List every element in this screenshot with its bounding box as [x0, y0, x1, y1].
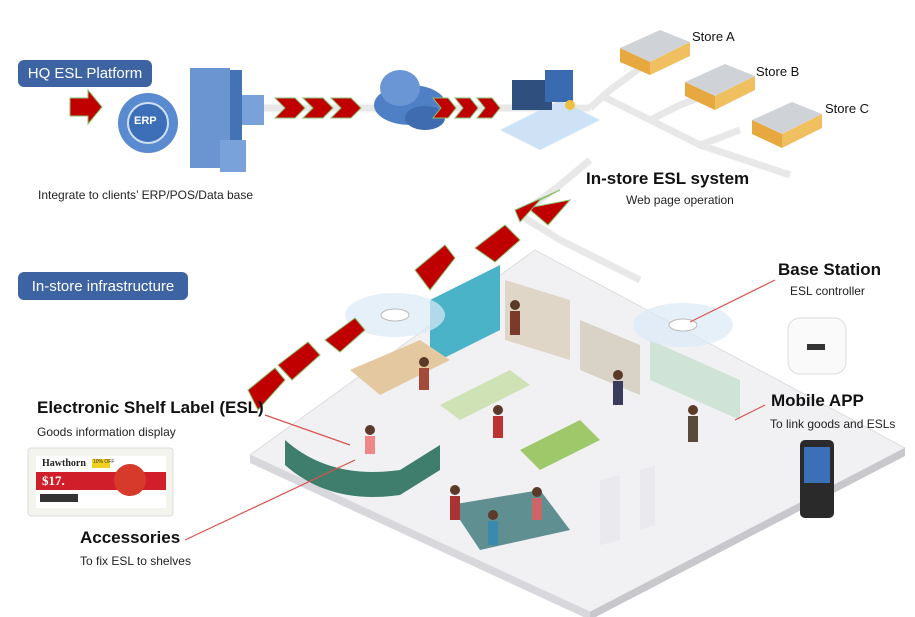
infrastructure-badge: In-store infrastructure [18, 272, 188, 300]
esl-title: Electronic Shelf Label (ESL) [37, 398, 264, 417]
cloud-icon [374, 70, 446, 130]
accessories-title: Accessories [80, 528, 181, 547]
computer-workstation-icon [500, 70, 600, 150]
esl-label-price: $17. [42, 473, 65, 488]
store-fixtures [285, 265, 740, 550]
esl-label-product [27, 447, 174, 517]
esl-label-promo: 10% OFF [93, 459, 115, 465]
flow-arrows [69, 88, 572, 411]
esl-label-brand: Hawthorn [42, 458, 86, 469]
hq-platform-badge: HQ ESL Platform [18, 60, 152, 87]
hq-caption: Integrate to clients’ ERP/POS/Data base [38, 188, 253, 202]
shoppers [365, 300, 698, 545]
server-rack-icon [190, 68, 264, 172]
store-b-label: Store B [756, 64, 800, 79]
mobile-handheld-device [800, 440, 834, 518]
base-station-device [787, 317, 847, 375]
mobile-app-title: Mobile APP [771, 391, 864, 410]
mobile-app-subtitle: To link goods and ESLs [770, 417, 896, 431]
erp-gear-icon [118, 93, 178, 153]
instore-system-subtitle: Web page operation [626, 193, 734, 207]
store-c-label: Store C [825, 101, 870, 116]
instore-system-title: In-store ESL system [586, 169, 750, 188]
accessories-subtitle: To fix ESL to shelves [80, 554, 191, 568]
store-a-label: Store A [692, 29, 735, 44]
base-station-title: Base Station [778, 260, 881, 279]
base-station-subtitle: ESL controller [790, 284, 865, 298]
esl-subtitle: Goods information display [37, 425, 176, 439]
callout-lines [184, 279, 776, 541]
erp-logo-text: ERP [134, 115, 157, 127]
store-buildings [620, 30, 822, 148]
